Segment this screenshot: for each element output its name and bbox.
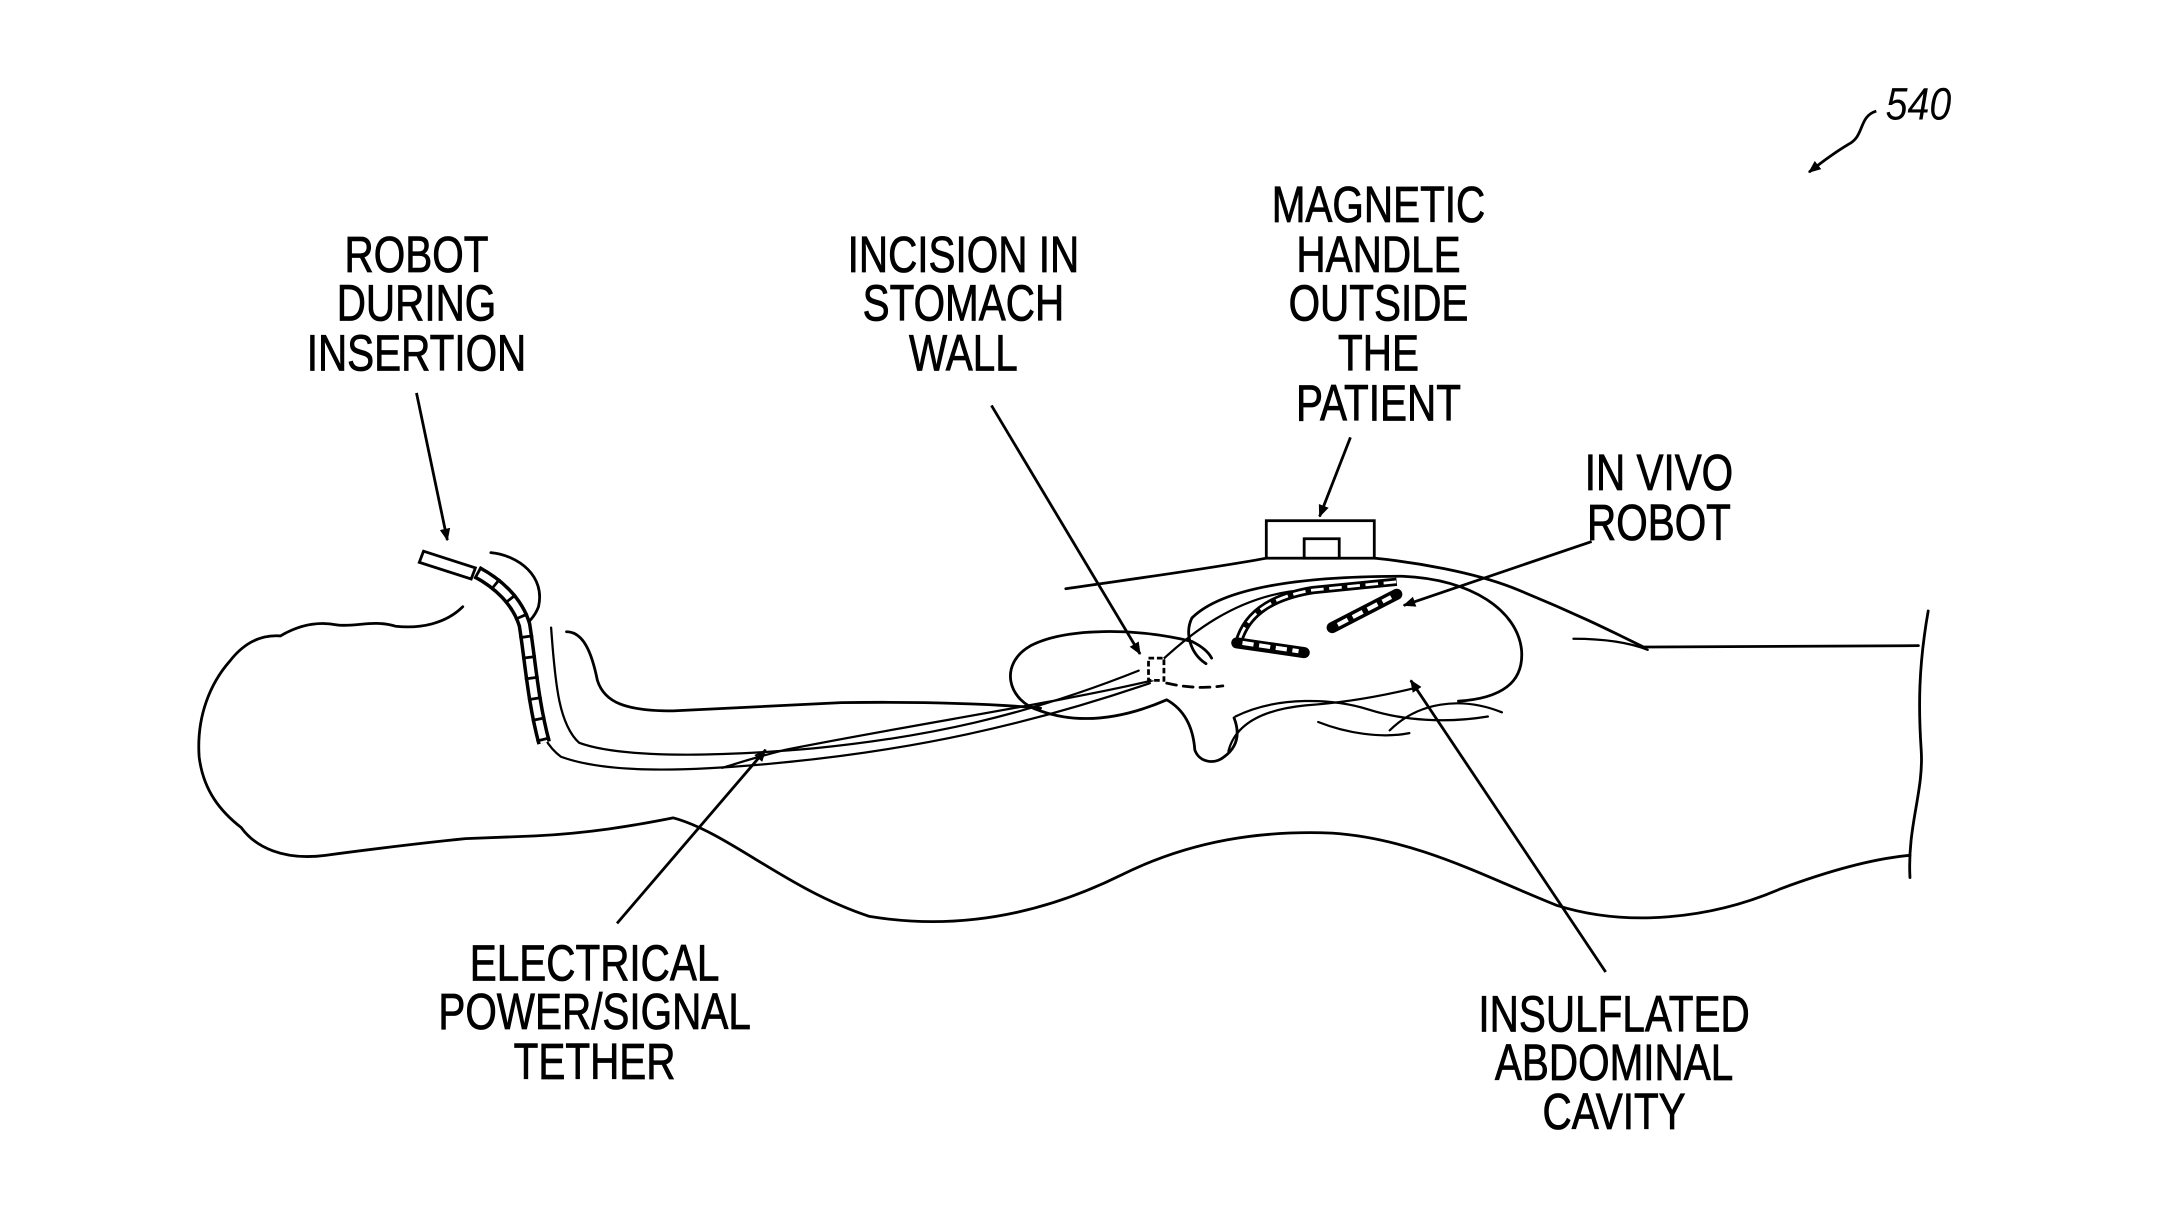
- arrow-magnetic-handle: [1320, 437, 1351, 516]
- label-magnetic-handle: MAGNETIC HANDLE OUTSIDE THE PATIENT: [1272, 176, 1486, 432]
- label-robot-during-insertion-line-3: INSERTION: [307, 324, 527, 382]
- label-magnetic-handle-line-5: PATIENT: [1296, 374, 1461, 432]
- arrow-insufflated-cavity: [1411, 680, 1606, 972]
- esophagus: [522, 619, 1150, 769]
- label-in-vivo-robot: IN VIVO ROBOT: [1585, 443, 1733, 551]
- patient-cut-edge: [1910, 611, 1929, 878]
- label-incision-line-3: WALL: [909, 324, 1018, 382]
- figure-number-arrow: [1809, 111, 1876, 172]
- robot-during-insertion: [419, 551, 544, 743]
- arrow-tether: [617, 750, 766, 924]
- arrow-robot-during-insertion: [416, 393, 447, 540]
- magnetic-handle-magnet: [1304, 539, 1339, 558]
- abdominal-cavity: [1189, 576, 1522, 751]
- label-insufflated-cavity: INSULFLATED ABDOMINAL CAVITY: [1478, 985, 1749, 1140]
- tether: [722, 582, 1388, 768]
- label-in-vivo-robot-line-2: ROBOT: [1587, 493, 1731, 551]
- patient-body: [199, 553, 1928, 922]
- tether-line-dashed: [1167, 683, 1223, 687]
- esophagus-wall-lower: [551, 628, 1139, 755]
- patient-head-and-back-outline: [199, 607, 1910, 922]
- in-vivo-robot: [1237, 582, 1397, 653]
- label-tether: ELECTRICAL POWER/SIGNAL TETHER: [438, 934, 751, 1090]
- robot-insertion-head-segment: [419, 551, 475, 579]
- intestine-loop-1: [1228, 687, 1417, 751]
- figure-number: 540: [1809, 79, 1951, 173]
- label-robot-during-insertion: ROBOT DURING INSERTION: [307, 225, 527, 381]
- magnetic-handle: [1266, 521, 1374, 558]
- label-insufflated-cavity-line-3: CAVITY: [1543, 1082, 1686, 1140]
- figure-number-text: 540: [1886, 79, 1952, 131]
- arrow-incision-in-stomach-wall: [991, 405, 1140, 654]
- stomach: [1010, 632, 1237, 762]
- tether-line-esophagus: [722, 680, 1153, 767]
- arrow-in-vivo-robot: [1404, 542, 1592, 606]
- label-incision-in-stomach-wall: INCISION IN STOMACH WALL: [848, 225, 1080, 381]
- incision-marker: [1149, 658, 1164, 680]
- patient-chin-and-neck-outline: [567, 632, 1041, 711]
- label-tether-line-3: TETHER: [514, 1032, 676, 1090]
